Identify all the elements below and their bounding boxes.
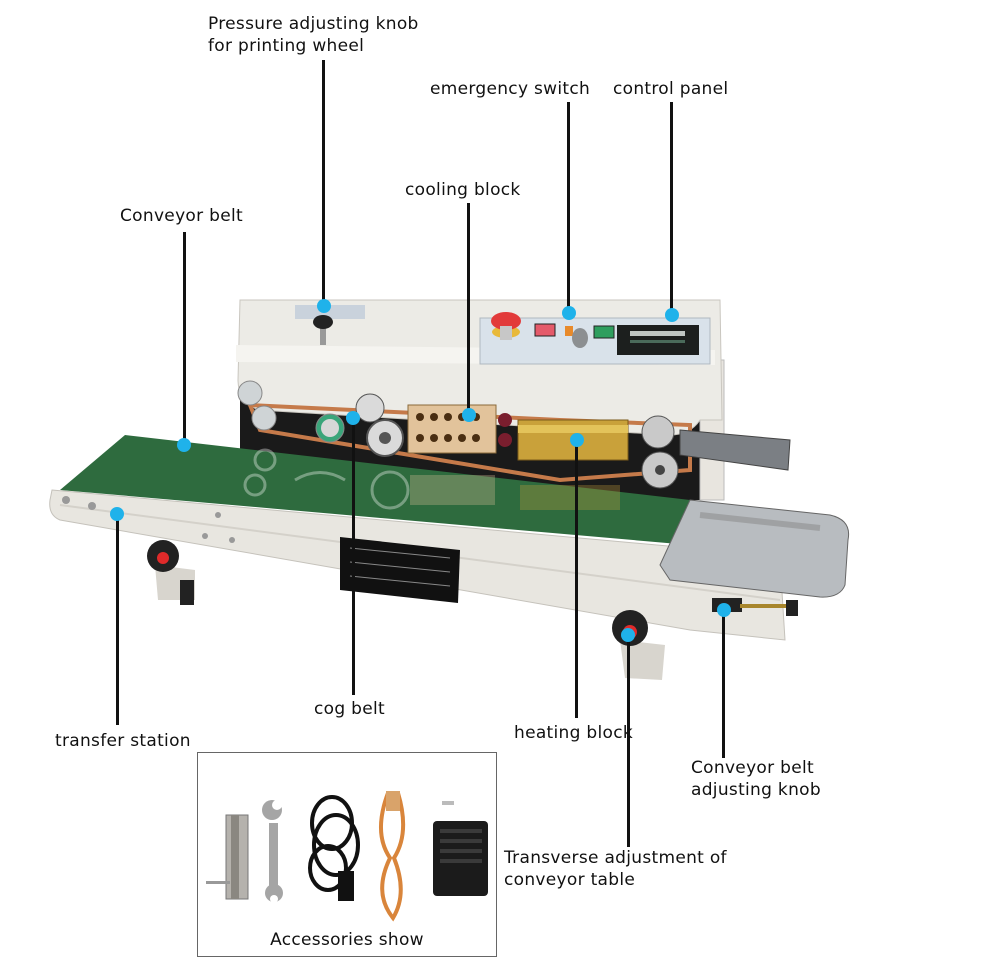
power-cord-icon <box>308 795 360 892</box>
label-pressure-knob: Pressure adjusting knob for printing whe… <box>208 14 419 56</box>
guide-plate-icon <box>206 814 249 900</box>
leader-emergency-switch <box>567 102 570 312</box>
info-plate <box>295 305 365 319</box>
temp-dial <box>572 328 588 348</box>
label-conveyor-belt: Conveyor belt <box>120 206 243 226</box>
callout-dot-transverse-adjustment <box>621 628 635 642</box>
label-cooling-block: cooling block <box>405 180 521 200</box>
accessories-title: Accessories show <box>270 930 424 950</box>
motor-switch <box>593 325 615 339</box>
pressure-knob <box>313 315 333 345</box>
leader-conveyor-belt <box>183 232 186 444</box>
label-conveyor-belt-knob: Conveyor belt adjusting knob <box>691 758 821 800</box>
label-heating-block: heating block <box>514 723 634 743</box>
leader-cooling-block <box>467 203 470 413</box>
emergency-stop-button <box>491 312 521 340</box>
callout-dot-cooling-block <box>462 408 476 422</box>
leader-transverse-adjustment <box>627 635 630 847</box>
accessories-illustration <box>206 791 488 922</box>
output-tray <box>659 499 850 598</box>
accessories-panel: Accessories show <box>197 752 497 957</box>
callout-dot-conveyor-belt <box>177 438 191 452</box>
nameplate <box>340 537 460 603</box>
leader-control-panel <box>670 102 673 314</box>
leader-transfer-station <box>116 513 119 725</box>
power-plug-icon <box>338 871 354 901</box>
label-cog-belt: cog belt <box>314 699 385 719</box>
callout-dot-pressure-knob <box>317 299 331 313</box>
callout-dot-control-panel <box>665 308 679 322</box>
callout-dot-cog-belt <box>346 411 360 425</box>
leader-pressure-knob <box>322 60 325 310</box>
fuse-icon <box>442 801 454 805</box>
leader-conveyor-belt-knob <box>722 610 725 758</box>
callout-dot-conveyor-belt-knob <box>717 603 731 617</box>
power-switch <box>534 323 556 337</box>
conveyor-belt <box>60 435 690 545</box>
output-guide <box>679 429 791 471</box>
label-emergency-switch: emergency switch <box>430 79 591 99</box>
left-adjust-knob <box>147 540 179 572</box>
spanner-wrench-icon <box>262 800 283 903</box>
callout-dot-transfer-station <box>110 507 124 521</box>
cooling-block <box>407 404 497 454</box>
label-control-panel: control panel <box>613 79 729 99</box>
leader-cog-belt <box>352 418 355 695</box>
ink-wheel-box-icon <box>433 821 488 896</box>
leader-heating-block <box>575 440 578 718</box>
callout-dot-emergency-switch <box>562 306 576 320</box>
callout-dot-heating-block <box>570 433 584 447</box>
label-transfer-station: transfer station <box>55 731 191 751</box>
ptfe-band-icon <box>378 791 406 922</box>
label-transverse-adjustment: Transverse adjustment of conveyor table <box>504 848 727 890</box>
